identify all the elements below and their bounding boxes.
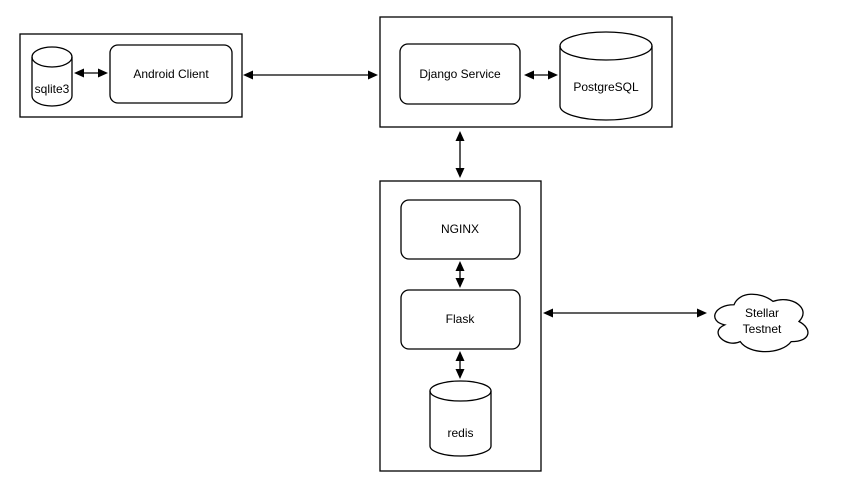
database-cylinder-icon bbox=[429, 380, 492, 457]
arrowhead-left bbox=[243, 70, 253, 80]
django-service-label: Django Service bbox=[419, 67, 501, 81]
arrowhead-right bbox=[368, 70, 378, 80]
arrowhead-down bbox=[455, 369, 465, 379]
cylinder-top-arc bbox=[559, 45, 653, 61]
redis-label: redis bbox=[447, 426, 473, 440]
arrowhead-up bbox=[455, 131, 465, 141]
edge-nginx-flask bbox=[455, 261, 465, 288]
arrowhead-down bbox=[455, 168, 465, 178]
android-client-node: Android Client bbox=[109, 44, 233, 104]
postgresql-label: PostgreSQL bbox=[573, 80, 639, 94]
nginx-node: NGINX bbox=[400, 199, 521, 260]
redis-cylinder: redis bbox=[429, 380, 492, 457]
cylinder-top-arc bbox=[31, 56, 73, 68]
django-service-node: Django Service bbox=[399, 43, 521, 105]
edge-django-group-backend-group bbox=[455, 131, 465, 178]
edge-flask-redis bbox=[455, 351, 465, 379]
nginx-label: NGINX bbox=[441, 222, 479, 236]
edge-django-postgresql bbox=[524, 70, 558, 80]
sqlite3-cylinder: sqlite3 bbox=[31, 46, 73, 107]
arrowhead-left bbox=[74, 68, 84, 78]
arrowhead-right bbox=[697, 308, 707, 318]
flask-label: Flask bbox=[446, 312, 476, 326]
arrowhead-up bbox=[455, 351, 465, 361]
android-client-label: Android Client bbox=[133, 67, 209, 81]
arrowhead-up bbox=[455, 261, 465, 271]
edge-client-group-django-group bbox=[243, 70, 378, 80]
sqlite3-label: sqlite3 bbox=[35, 82, 70, 96]
cylinder-top-arc bbox=[429, 390, 492, 402]
cloud-icon bbox=[714, 293, 809, 353]
edge-backend-group-stellar-testnet bbox=[543, 308, 707, 318]
stellar-testnet-label-line2: Testnet bbox=[743, 322, 782, 336]
stellar-testnet-label-line1: Stellar bbox=[745, 306, 779, 320]
arrowhead-down bbox=[455, 278, 465, 288]
database-cylinder-icon bbox=[31, 46, 73, 107]
arrowhead-right bbox=[98, 68, 108, 78]
arrowhead-left bbox=[524, 70, 534, 80]
arrowhead-right bbox=[548, 70, 558, 80]
database-cylinder-icon bbox=[559, 31, 653, 121]
postgresql-cylinder: PostgreSQL bbox=[559, 31, 653, 121]
flask-node: Flask bbox=[400, 289, 521, 350]
edge-sqlite3-android-client bbox=[74, 68, 108, 78]
stellar-testnet-cloud: Stellar Testnet bbox=[714, 293, 809, 353]
arrowhead-left bbox=[543, 308, 553, 318]
